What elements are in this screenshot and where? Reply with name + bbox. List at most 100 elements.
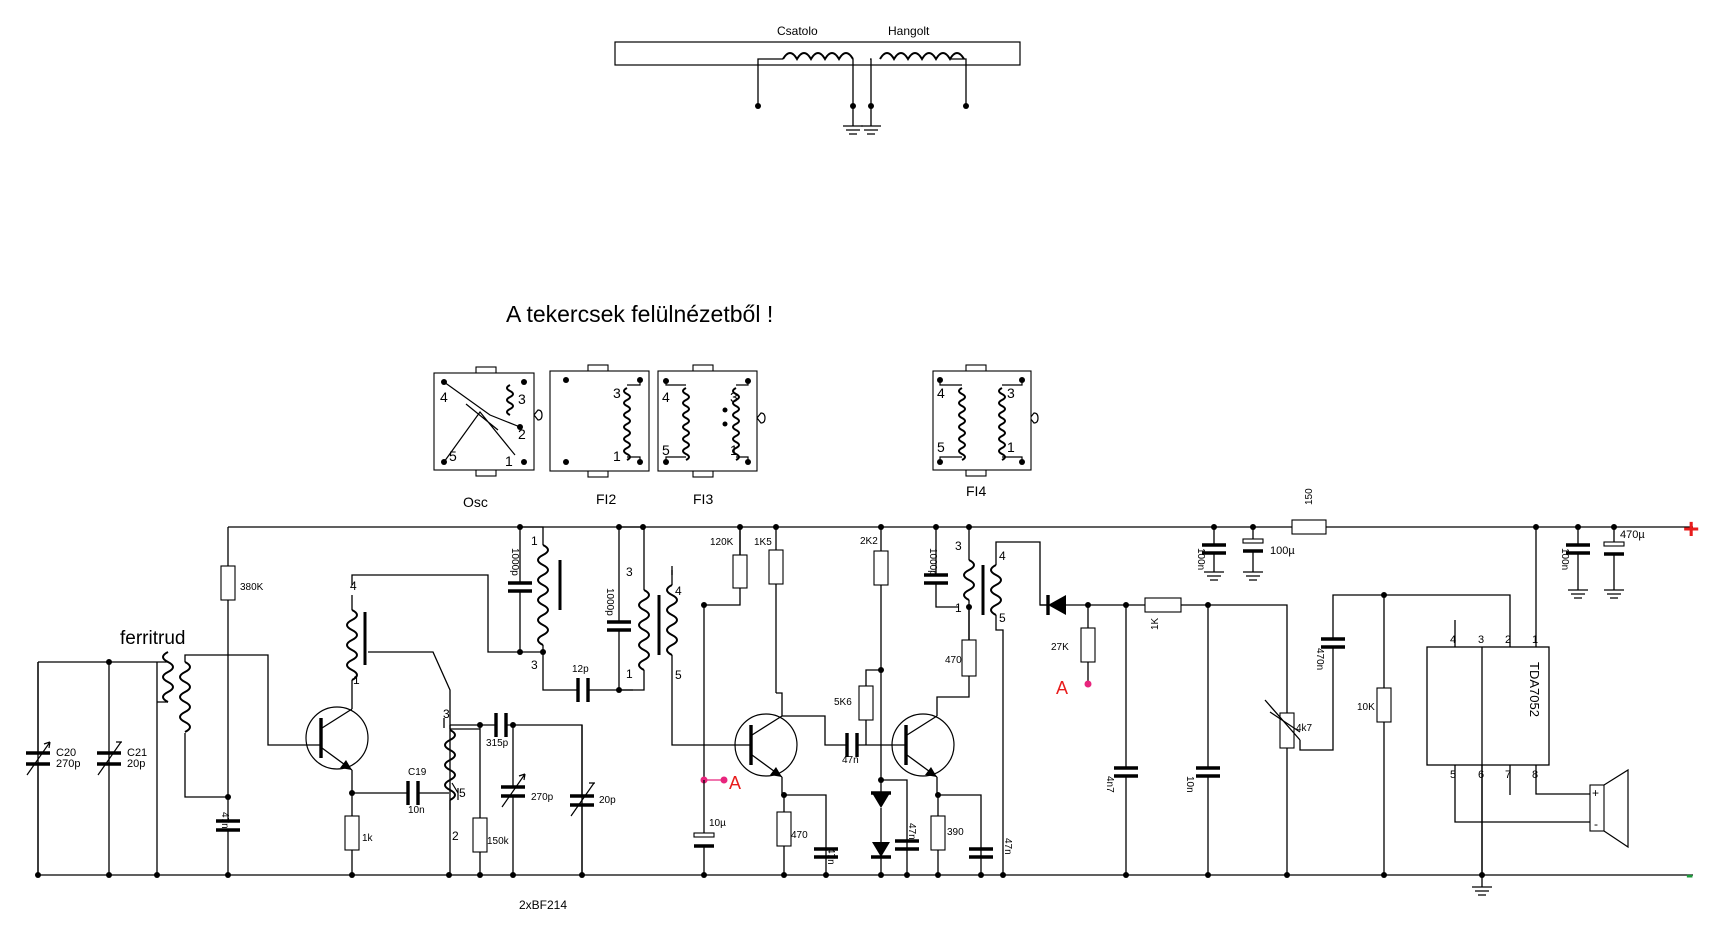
- osc-coil-collector: 4 1: [346, 574, 520, 850]
- r-120k-resistor: 120K: [710, 527, 748, 589]
- svg-text:315p: 315p: [486, 738, 509, 749]
- c-100u-supply: 100µ: [1242, 527, 1295, 581]
- svg-text:47n: 47n: [1002, 838, 1013, 855]
- test-point-a-label-2: A: [1056, 678, 1068, 698]
- loudspeaker: + -: [1589, 768, 1629, 849]
- svg-text:5: 5: [999, 611, 1006, 625]
- svg-text:1: 1: [1532, 634, 1538, 646]
- coupling-coil-label: Csatolo: [777, 24, 818, 38]
- svg-text:1: 1: [1007, 439, 1015, 455]
- svg-text:4: 4: [662, 389, 670, 405]
- svg-text:470: 470: [791, 830, 808, 841]
- svg-text:120K: 120K: [710, 537, 734, 548]
- c-315p-capacitor: 315p: [450, 713, 583, 875]
- svg-text:4: 4: [350, 579, 357, 593]
- c-20p-trimmer-capacitor: 20p: [570, 725, 616, 875]
- r-380k-resistor: 380K: [220, 527, 264, 797]
- r-1k-filter: 1K: [1144, 597, 1288, 740]
- c-12p-capacitor: 12p: [571, 664, 633, 702]
- svg-text:27K: 27K: [1051, 642, 1069, 653]
- svg-text:390: 390: [947, 827, 964, 838]
- svg-text:1K: 1K: [1150, 617, 1161, 630]
- svg-text:380K: 380K: [240, 582, 264, 593]
- svg-text:100µ: 100µ: [1270, 545, 1295, 557]
- svg-text:100n: 100n: [1195, 548, 1206, 570]
- svg-text:2K2: 2K2: [860, 536, 878, 547]
- ferrite-rod-label: ferritrud: [120, 628, 185, 649]
- svg-text:1: 1: [955, 601, 962, 615]
- tuned-coil-label: Hangolt: [888, 24, 930, 38]
- svg-text:47n: 47n: [842, 755, 859, 766]
- svg-text:1: 1: [531, 534, 538, 548]
- coil-view-osc: 4 3 2 5 1 Osc: [433, 366, 543, 510]
- svg-text:+: +: [1592, 786, 1599, 800]
- svg-text:12p: 12p: [572, 664, 589, 675]
- svg-text:10K: 10K: [1357, 702, 1375, 713]
- svg-text:1: 1: [730, 442, 738, 458]
- transistor-note: 2xBF214: [519, 898, 567, 912]
- svg-text:5: 5: [449, 448, 457, 464]
- r-2k2-resistor: 2K2: [860, 527, 889, 670]
- svg-text:47n: 47n: [906, 823, 917, 840]
- svg-text:3: 3: [531, 658, 538, 672]
- svg-text:10n: 10n: [1184, 776, 1195, 793]
- svg-text:2: 2: [518, 426, 526, 442]
- svg-text:5: 5: [1450, 769, 1456, 781]
- svg-text:150: 150: [1304, 488, 1315, 505]
- volume-potentiometer: 4k7: [1264, 672, 1334, 875]
- svg-text:10n: 10n: [408, 805, 425, 816]
- svg-text:2: 2: [1505, 634, 1511, 646]
- coupling-cap-47n: 47n: [782, 715, 893, 766]
- c-470n-capacitor: 470n: [1314, 594, 1511, 672]
- svg-text:1000p: 1000p: [927, 548, 938, 576]
- r-1k-emitter: 1k: [344, 793, 374, 875]
- svg-text:1K5: 1K5: [754, 537, 772, 548]
- svg-text:5: 5: [675, 668, 682, 682]
- c-4n7-capacitor: 4n7: [1104, 605, 1138, 875]
- c20-trimmer-capacitor: C20 270p: [26, 662, 80, 875]
- c-470u-supply: 470µ: [1603, 527, 1645, 599]
- page-title: A tekercsek felülnézetből !: [506, 301, 773, 327]
- svg-text:270p: 270p: [531, 792, 554, 803]
- coil-view-fi3: 4 3 5 1 FI3: [657, 364, 766, 507]
- c-100n-supply: 100n: [1195, 527, 1226, 581]
- c-47n-capacitor: 47n: [216, 797, 240, 875]
- svg-text:3: 3: [1478, 634, 1484, 646]
- antenna-coil-diagram: Csatolo Hangolt: [614, 24, 1021, 135]
- svg-text:5: 5: [459, 786, 466, 800]
- coupling-coil-winding: [782, 52, 854, 61]
- svg-text:1000p: 1000p: [509, 548, 520, 576]
- svg-text:4n7: 4n7: [1104, 776, 1115, 793]
- svg-text:470µ: 470µ: [1620, 529, 1645, 541]
- svg-text:3: 3: [955, 539, 962, 553]
- test-point-a-2: A: [1056, 678, 1092, 698]
- r-27k-resistor: 27K: [1051, 605, 1096, 682]
- r-150k-resistor: 150k: [472, 725, 510, 875]
- ground-symbol: [843, 106, 881, 135]
- svg-text:20p: 20p: [599, 795, 616, 806]
- svg-text:10µ: 10µ: [709, 818, 726, 829]
- r-390-emitter: 390: [930, 795, 964, 875]
- coil-view-fi2: 3 1 FI2: [549, 364, 650, 507]
- tda7052-amplifier: TDA7052 4 3 2 1 5 6 7 8: [1426, 527, 1604, 875]
- osc-coil-tank: 3 5 2: [443, 707, 480, 875]
- detector-diode: [1040, 595, 1145, 615]
- c-47n-emitter-bypass: 47n: [814, 847, 838, 865]
- fi3-tank: 1000p 3 1 4 5: [604, 526, 737, 746]
- r-1k5-resistor: 1K5: [754, 527, 784, 693]
- svg-text:4: 4: [440, 389, 448, 405]
- svg-text:7: 7: [1505, 769, 1511, 781]
- supply-plus-terminal: +: [1683, 513, 1699, 544]
- svg-text:47n: 47n: [825, 848, 836, 865]
- c-47n-diode-bypass: 47n: [895, 823, 919, 851]
- c-100n-ic-supply: 100n: [1559, 527, 1590, 599]
- coil-view-fi4: 4 3 5 1 FI4: [932, 364, 1039, 499]
- svg-text:3: 3: [613, 385, 621, 401]
- svg-text:-: -: [1594, 817, 1598, 831]
- svg-text:470n: 470n: [1314, 648, 1325, 670]
- ground-symbol-main: [1472, 875, 1492, 896]
- svg-text:6: 6: [1478, 769, 1484, 781]
- svg-text:C19: C19: [408, 767, 427, 778]
- r-470-collector: 470: [945, 607, 977, 677]
